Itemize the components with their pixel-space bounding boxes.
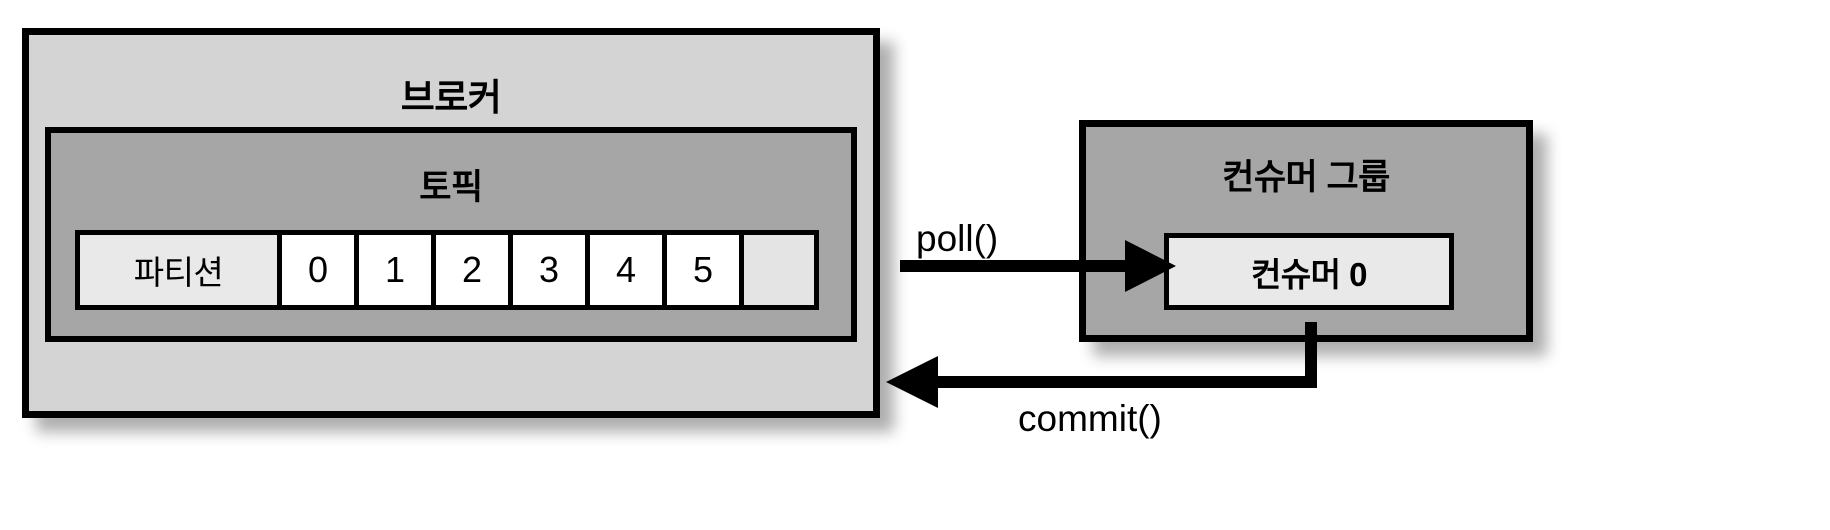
partition-offset-cell: 1 (359, 235, 436, 305)
consumer-group-title: 컨슈머 그룹 (1222, 158, 1390, 197)
consumer-group-box: 컨슈머 그룹 컨슈머 0 (1079, 120, 1533, 342)
topic-box: 토픽 파티션 0 1 2 3 4 5 (45, 127, 857, 342)
partition-offset-cell: 0 (282, 235, 359, 305)
partition-offset-cell: 2 (436, 235, 513, 305)
partition-offset-cell: 4 (590, 235, 667, 305)
consumer-box-0: 컨슈머 0 (1164, 233, 1454, 310)
broker-title: 브로커 (400, 77, 502, 118)
poll-label: poll() (916, 218, 999, 259)
partition-offset-cell: 5 (667, 235, 744, 305)
partition-empty-cell (744, 235, 814, 305)
partition-offset-cell: 3 (513, 235, 590, 305)
broker-box: 브로커 토픽 파티션 0 1 2 3 4 5 (22, 28, 880, 418)
partition-strip: 파티션 0 1 2 3 4 5 (75, 230, 819, 310)
topic-title: 토픽 (419, 168, 483, 207)
commit-label: commit() (1018, 398, 1162, 439)
partition-label: 파티션 (80, 235, 282, 305)
